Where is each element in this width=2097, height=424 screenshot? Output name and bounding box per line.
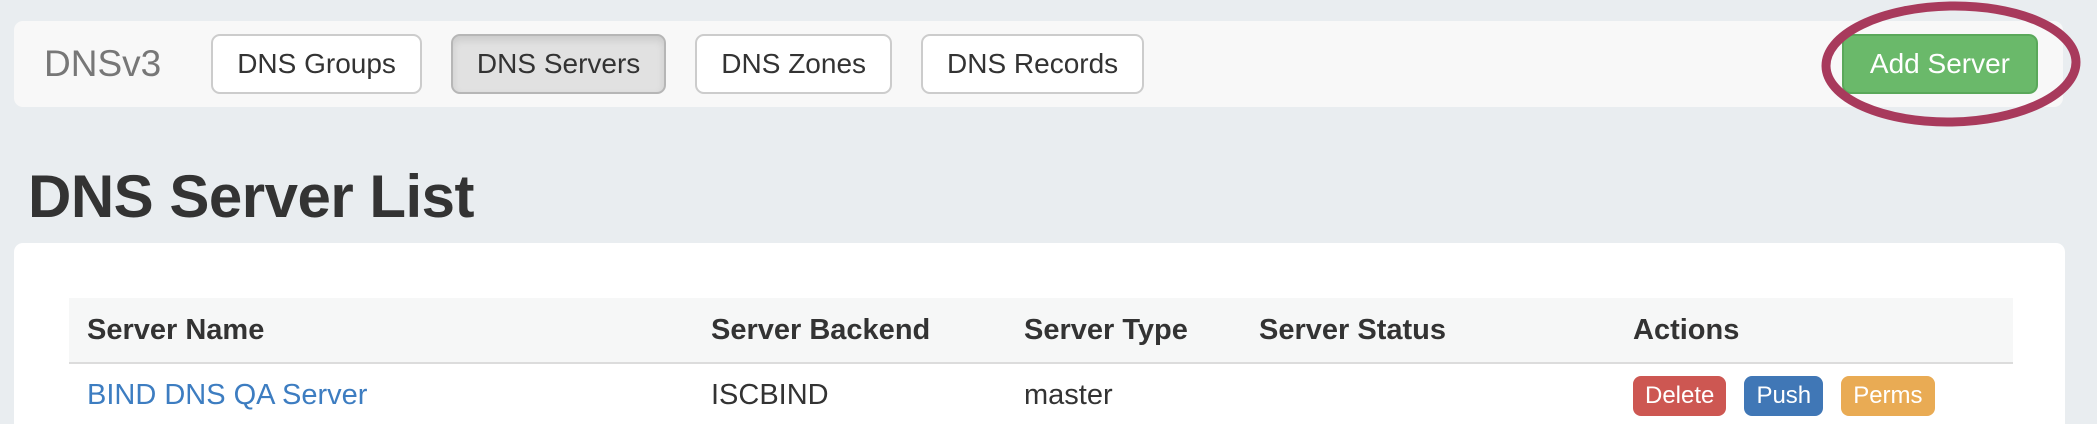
server-table-wrap: Server Name Server Backend Server Type S…: [69, 298, 2013, 424]
delete-button[interactable]: Delete: [1633, 375, 1727, 416]
tab-dns-zones[interactable]: DNS Zones: [695, 34, 893, 94]
cell-server-backend: ISCBIND: [693, 363, 1006, 424]
brand-dnsv3[interactable]: DNSv3: [44, 43, 162, 84]
add-server-button[interactable]: Add Server: [1841, 34, 2038, 94]
col-header-server-type: Server Type: [1006, 298, 1241, 364]
cell-actions: Delete Push Perms: [1615, 363, 2013, 424]
server-name-link[interactable]: BIND DNS QA Server: [87, 379, 368, 411]
cell-server-type: master: [1006, 363, 1241, 424]
tab-dns-servers[interactable]: DNS Servers: [450, 34, 667, 94]
page-title: DNS Server List: [28, 163, 475, 230]
table-header-row: Server Name Server Backend Server Type S…: [69, 298, 2013, 364]
col-header-actions: Actions: [1615, 298, 2013, 364]
col-header-server-status: Server Status: [1241, 298, 1615, 364]
cell-server-status: [1241, 363, 1615, 424]
table-row: BIND DNS QA Server ISCBIND master Delete…: [69, 363, 2013, 424]
tab-dns-groups[interactable]: DNS Groups: [211, 34, 422, 94]
navbar: DNSv3 DNS Groups DNS Servers DNS Zones D…: [14, 21, 2063, 107]
server-table: Server Name Server Backend Server Type S…: [69, 298, 2013, 424]
perms-button[interactable]: Perms: [1841, 375, 1935, 416]
col-header-server-backend: Server Backend: [693, 298, 1006, 364]
push-button[interactable]: Push: [1744, 375, 1824, 416]
col-header-server-name: Server Name: [69, 298, 693, 364]
tab-dns-records[interactable]: DNS Records: [921, 34, 1145, 94]
server-list-panel: Server Name Server Backend Server Type S…: [14, 243, 2065, 424]
cell-server-name: BIND DNS QA Server: [69, 363, 693, 424]
